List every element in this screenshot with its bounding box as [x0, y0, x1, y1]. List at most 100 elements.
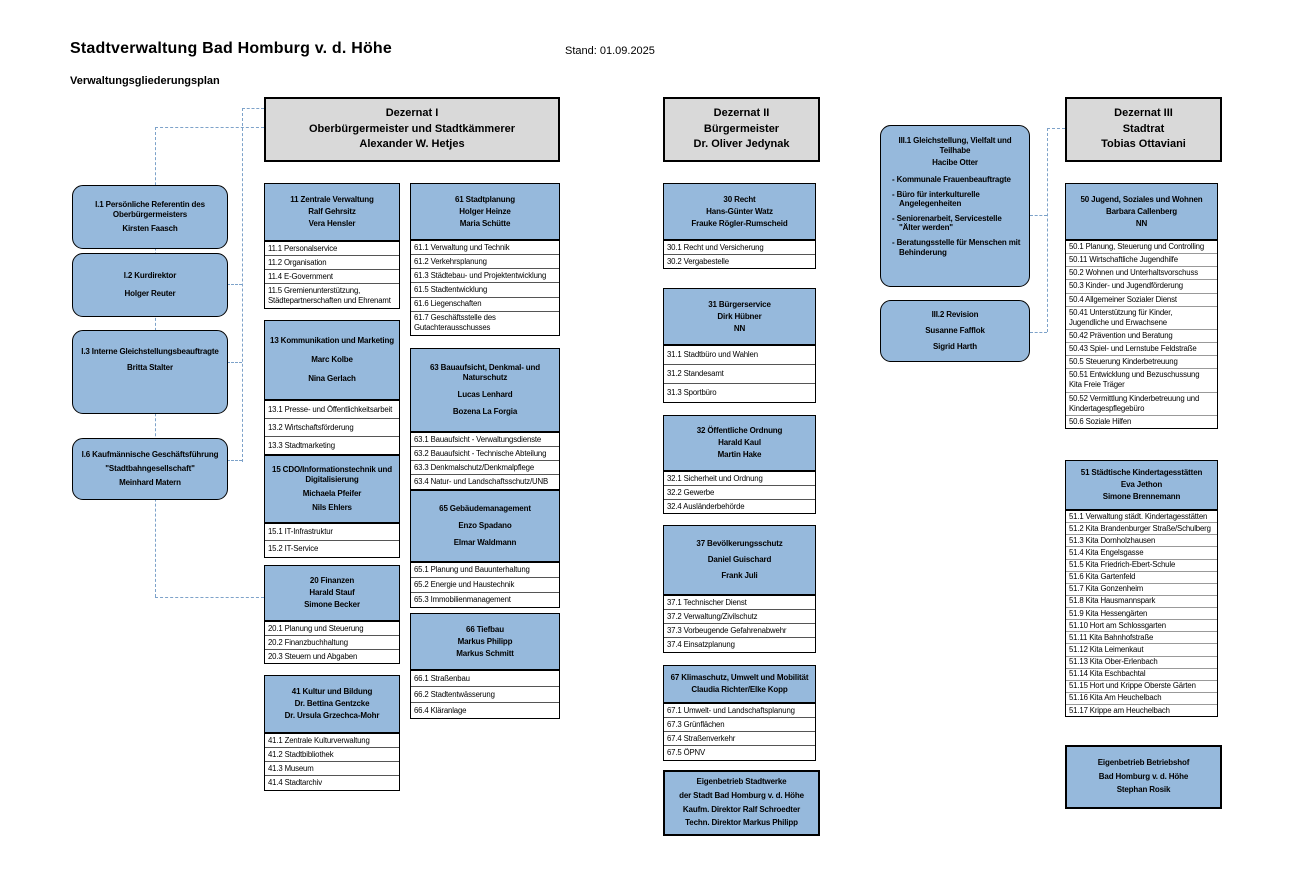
org-item: 50.51 Entwicklung und Bezuschussung Kita…	[1066, 369, 1217, 393]
unit-leader-name: Ralf Gehrsitz	[308, 207, 356, 217]
unit-leader-name: Simone Becker	[304, 600, 360, 609]
org-item: 11.5 Gremienunterstützung, Städtepartner…	[268, 285, 391, 305]
dezernat-head: Tobias Ottaviani	[1101, 138, 1186, 151]
dezernat-role: Stadtrat	[1122, 122, 1165, 135]
org-item: 51.1 Verwaltung städt. Kindertagesstätte…	[1066, 511, 1217, 524]
dezernat-name: Dezernat II	[713, 107, 770, 120]
org-item: 65.2 Energie und Haustechnik	[411, 578, 559, 594]
page-title: Stadtverwaltung Bad Homburg v. d. Höhe	[70, 40, 392, 57]
org-item: 20.2 Finanzbuchhaltung	[265, 636, 399, 651]
unit-leader-name: Simone Brennemann	[1102, 492, 1181, 501]
org-item: 67.3 Grünflächen	[664, 718, 815, 733]
unit-title: 13 Kommunikation und Marketing	[270, 336, 394, 346]
unit-leader-name: NN	[733, 323, 746, 333]
org-item: 31.3 Sportbüro	[667, 388, 717, 398]
group-box-bullet: - Büro für interkulturelle Angelegenheit…	[892, 189, 980, 209]
org-item: 66.4 Kläranlage	[414, 705, 467, 715]
eigenbetrieb-line: Eigenbetrieb Betriebshof	[1097, 757, 1190, 767]
org-item: 50.11 Wirtschaftliche Jugendhilfe	[1066, 254, 1217, 268]
org-item: 51.12 Kita Leimenkaut	[1066, 644, 1217, 657]
group-box-line: Hacibe Otter	[932, 158, 978, 167]
org-item: 13.3 Stadtmarketing	[268, 440, 335, 450]
org-item: 50.1 Planung, Steuerung und Controlling	[1066, 241, 1217, 255]
unit-leader-name: Enzo Spadano	[458, 521, 512, 531]
org-item: 61.2 Verkehrsplanung	[411, 255, 559, 270]
org-item: 61.1 Verwaltung und Technik	[411, 241, 559, 256]
org-item: 11.2 Organisation	[265, 256, 399, 271]
unit-leader-name: Michaela Pfeifer	[302, 489, 362, 499]
unit-leader-name: Dr. Bettina Gentzcke	[294, 699, 370, 709]
group-box-line: Sigrid Harth	[933, 342, 977, 351]
org-item: 63.2 Bauaufsicht - Technische Abteilung	[411, 447, 559, 462]
org-item: 51.14 Kita Eschbachtal	[1066, 669, 1217, 681]
group-box-line: III.1 Gleichstellung, Vielfalt und Teilh…	[898, 136, 1012, 155]
unit-leader-name: Bozena La Forgia	[452, 407, 518, 416]
org-item: 51.13 Kita Ober-Erlenbach	[1066, 657, 1217, 669]
org-item: 51.9 Kita Hessengärten	[1066, 608, 1217, 621]
org-item: 11.1 Personalservice	[265, 242, 399, 257]
org-item: 66.1 Straßenbau	[411, 671, 559, 688]
org-item: 32.2 Gewerbe	[664, 486, 815, 501]
unit-title: 61 Stadtplanung	[455, 194, 515, 204]
org-item: 37.3 Vorbeugende Gefahrenabwehr	[664, 624, 815, 639]
org-item: 15.1 IT-Infrastruktur	[265, 524, 399, 542]
unit-leader-name: Hans-Günter Watz	[706, 206, 773, 216]
dezernat-name: Dezernat I	[385, 107, 439, 120]
org-item: 65.3 Immobilienmanagement	[414, 595, 511, 605]
unit-title: 50 Jugend, Soziales und Wohnen	[1080, 194, 1203, 204]
org-item: 51.16 Kita Am Heuchelbach	[1066, 693, 1217, 705]
org-item: 32.4 Ausländerbehörde	[667, 501, 745, 511]
org-item: 61.5 Stadtentwicklung	[411, 283, 559, 298]
org-item: 51.4 Kita Engelsgasse	[1066, 547, 1217, 560]
group-box-bullet: - Seniorenarbeit, Servicestelle "Älter w…	[892, 213, 1002, 233]
org-item: 11.4 E-Government	[265, 270, 399, 285]
unit-title: 30 Recht	[723, 194, 756, 204]
eigenbetrieb-line: Stephan Rosik	[1116, 785, 1171, 795]
connector-line	[1030, 332, 1047, 333]
org-item: 30.2 Vergabestelle	[667, 256, 729, 266]
connector-line	[242, 108, 243, 462]
dezernat-role: Bürgermeister	[703, 122, 780, 135]
org-item: 51.3 Kita Dornholzhausen	[1066, 535, 1217, 548]
unit-title: 67 Klimaschutz, Umwelt und Mobilität	[670, 673, 809, 683]
org-item: 63.1 Bauaufsicht - Verwaltungsdienste	[411, 433, 559, 448]
unit-title: 63 Bauaufsicht, Denkmal- und Naturschutz	[429, 363, 541, 383]
date-label: Stand: 01.09.2025	[565, 45, 655, 57]
unit-leader-name: Harald Kaul	[718, 438, 761, 448]
unit-leader-name: Martin Hake	[717, 450, 762, 459]
unit-title: 65 Gebäudemanagement	[439, 504, 531, 514]
unit-leader-name: Frauke Rögler-Rumscheid	[691, 218, 788, 228]
org-item: 61.3 Städtebau- und Projektentwicklung	[411, 269, 559, 284]
unit-title: 51 Städtische Kindertagesstätten	[1080, 468, 1203, 478]
org-item: 31.1 Stadtbüro und Wahlen	[664, 346, 815, 366]
org-item: 32.1 Sicherheit und Ordnung	[664, 472, 815, 487]
unit-title: 20 Finanzen	[309, 576, 355, 586]
org-item: 50.6 Soziale Hilfen	[1069, 416, 1132, 426]
org-item: 37.2 Verwaltung/Zivilschutz	[664, 610, 815, 625]
